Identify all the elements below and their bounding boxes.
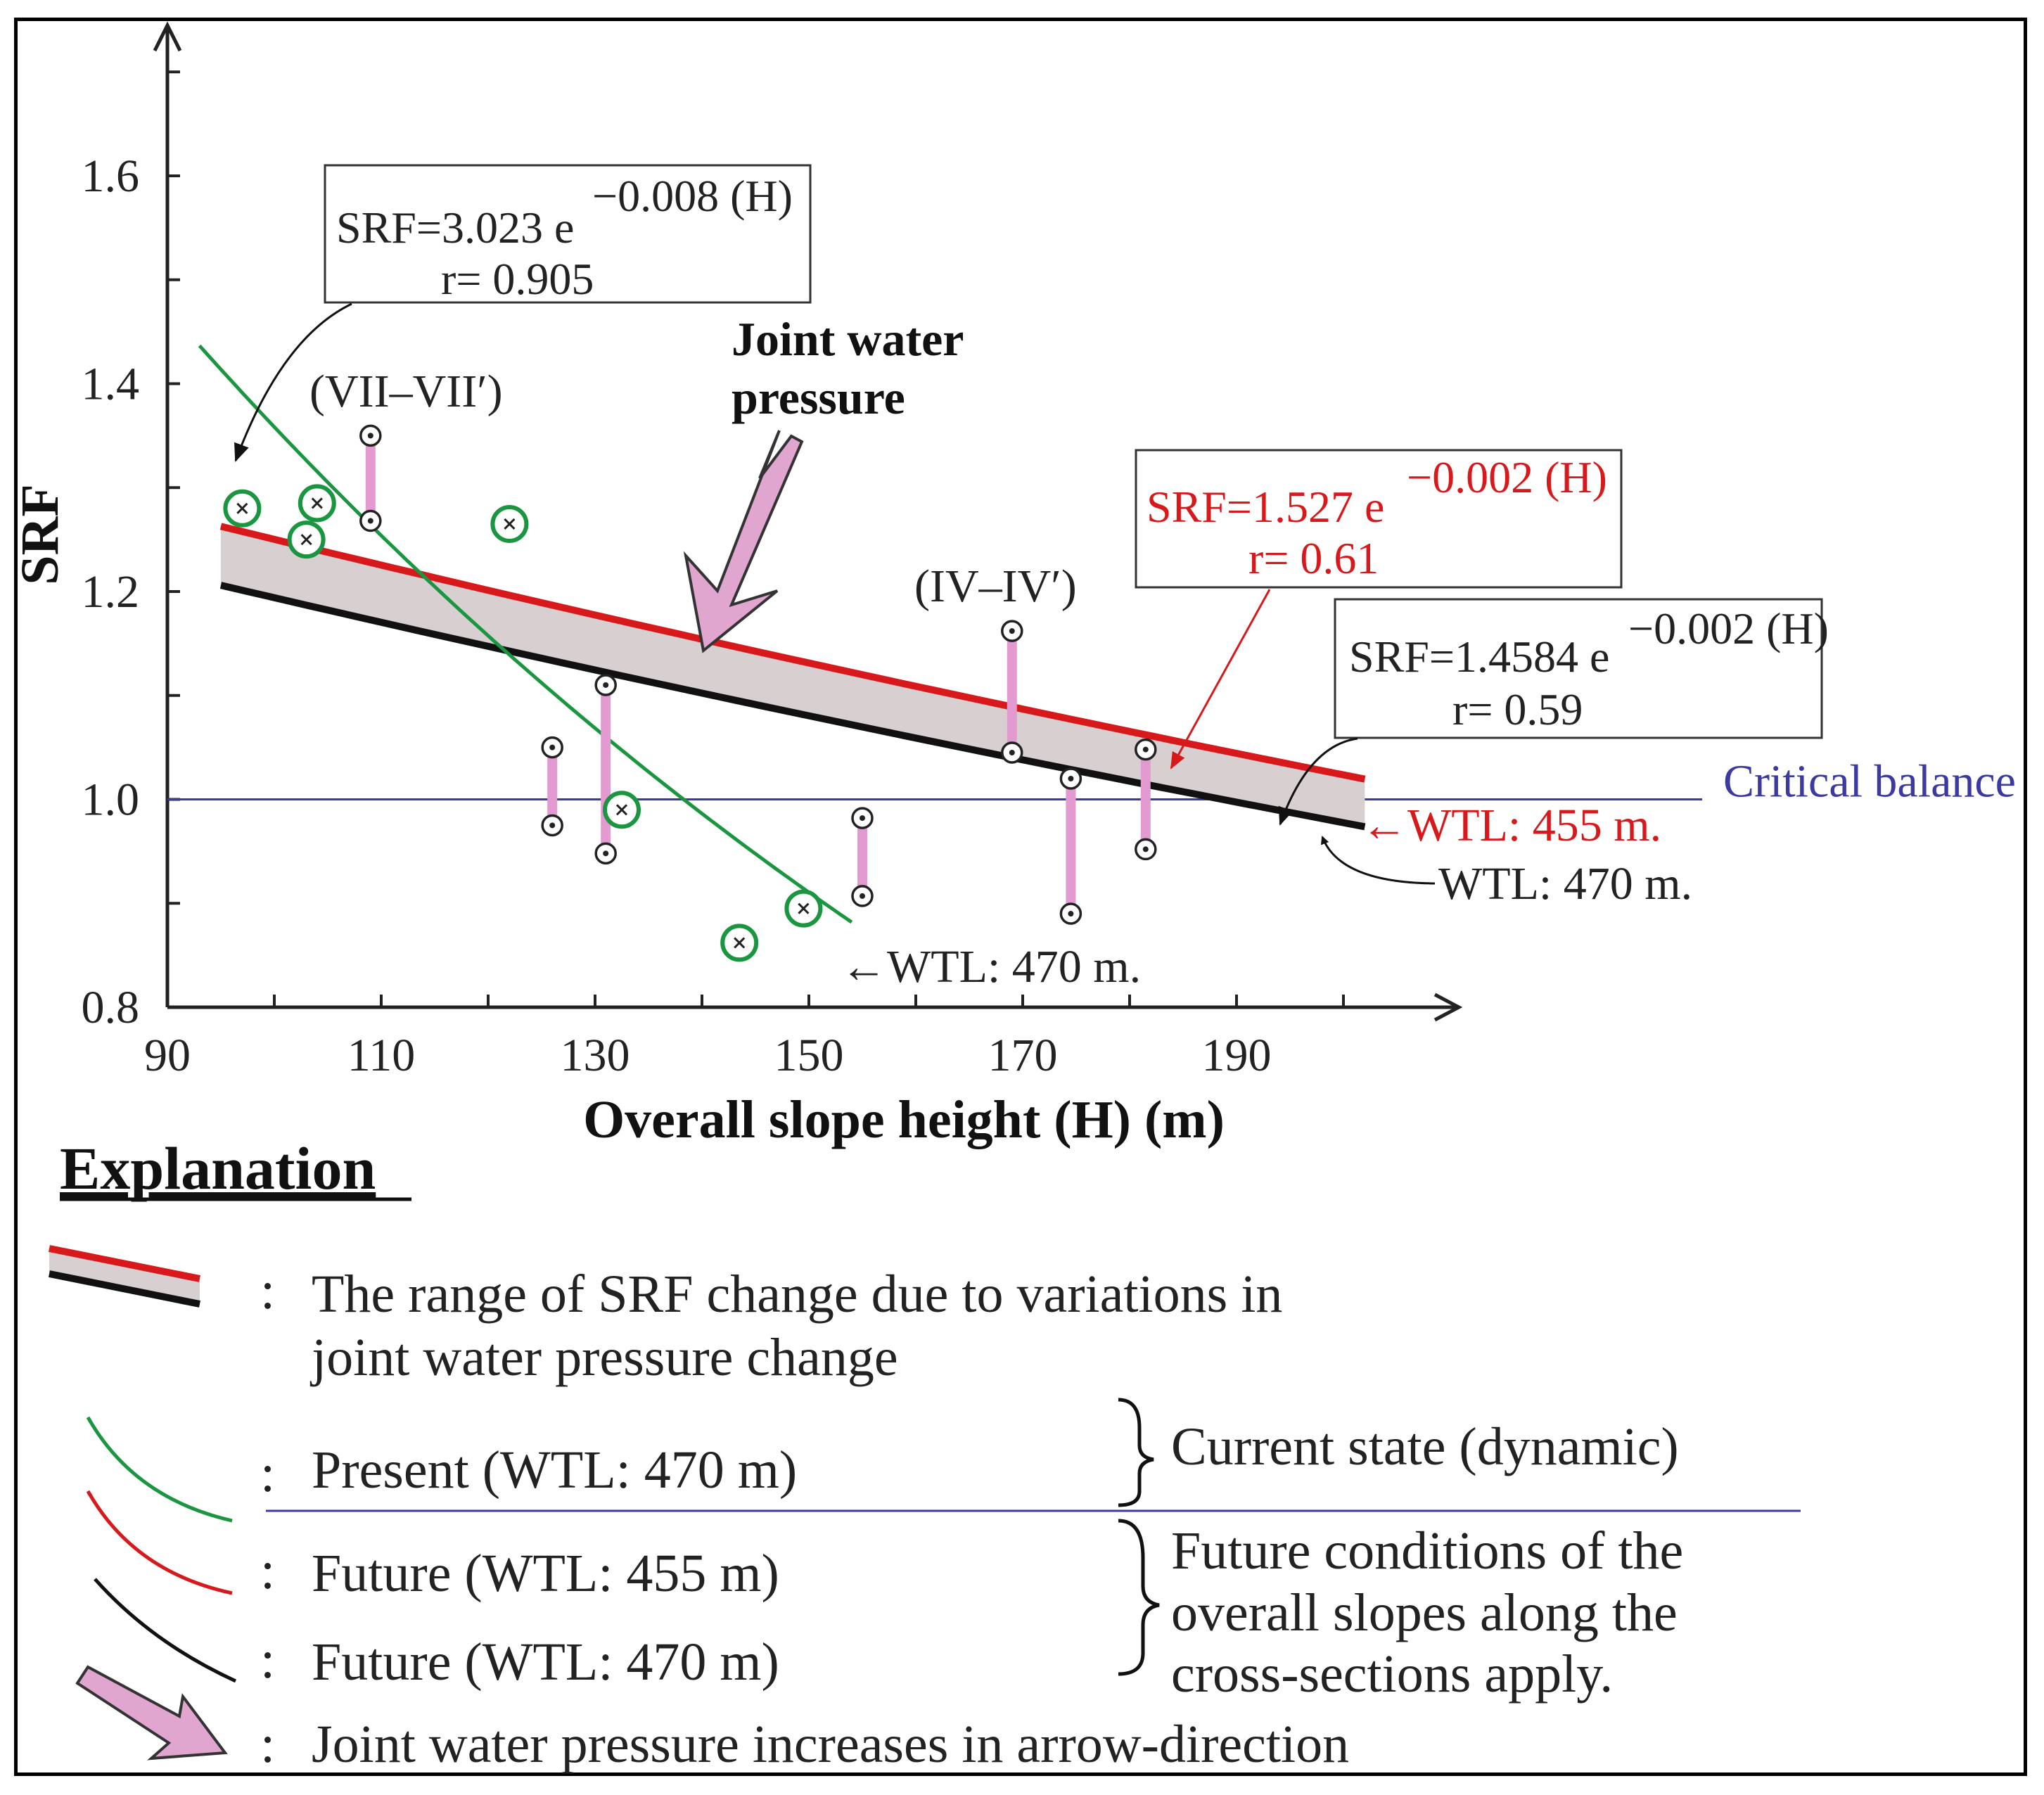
x-axis-title: Overall slope height (H) (m) [583, 1090, 1225, 1149]
future-point-dot [603, 850, 609, 857]
y-tick-label: 1.4 [82, 359, 140, 410]
y-ticks: 0.8 1.0 1.2 1.4 1.6 [82, 70, 180, 1033]
legend-future455-swatch [86, 1490, 233, 1595]
x-axis-arrowhead [1433, 992, 1463, 1022]
equation-470-pointer [1278, 737, 1358, 826]
wtl-470-right-label: WTL: 470 m. [1438, 858, 1692, 909]
equation-470-exponent: −0.002 (H) [1628, 603, 1829, 653]
present-point-cross [236, 502, 248, 514]
x-tick-label: 170 [988, 1030, 1058, 1081]
equation-470-main: SRF=1.4584 e [1349, 632, 1609, 682]
equation-present-pointer [234, 302, 352, 462]
equation-present-main: SRF=3.023 e [336, 203, 574, 253]
jwp-label-line1: Joint water [732, 312, 964, 366]
critical-balance-label: Critical balance [1723, 756, 2016, 807]
present-point-cross [504, 518, 516, 530]
future-conditions-line1: Future conditions of the [1171, 1521, 1683, 1580]
x-tick-label: 130 [561, 1030, 630, 1081]
equation-470-r: r= 0.59 [1452, 684, 1583, 734]
future-range-bars [359, 424, 1157, 925]
y-tick-label: 0.8 [82, 982, 140, 1033]
x-tick-label: 190 [1202, 1030, 1272, 1081]
legend-colon-future455: : [260, 1541, 275, 1600]
legend-colon-future470: : [260, 1630, 275, 1689]
srf-change-band [221, 526, 1365, 827]
future-point-dot [860, 893, 865, 899]
future-470-curve [219, 582, 1366, 831]
equation-455-pointer [1170, 589, 1271, 769]
present-point-cross [734, 937, 746, 949]
equation-box-present [324, 164, 812, 304]
future-point-dot [1142, 846, 1149, 852]
equation-present-r: r= 0.905 [441, 254, 594, 304]
y-axis-arrowhead [153, 21, 182, 52]
wtl-470-green-label: ←WTL: 470 m. [841, 941, 1141, 992]
future-point-dot [860, 815, 865, 822]
present-point-cross [615, 804, 628, 816]
legend-band-line2: joint water pressure change [309, 1328, 898, 1387]
future-point-dot [1009, 750, 1015, 756]
legend-band-swatch [49, 1245, 200, 1308]
equation-present-exponent: −0.008 (H) [592, 171, 793, 221]
wtl-470-right-pointer [1321, 836, 1436, 885]
future-point-dot [549, 822, 556, 829]
x-tick-label: 90 [144, 1030, 191, 1081]
present-point-cross [311, 497, 323, 509]
equation-box-future-455 [1135, 449, 1623, 589]
jwp-label-line2: pressure [732, 371, 905, 424]
legend-jwp-arrow-icon [75, 1665, 228, 1761]
legend-colon-present: : [260, 1444, 275, 1503]
equation-box-future-470 [1334, 598, 1823, 739]
legend-future470-label: Future (WTL: 470 m) [312, 1633, 779, 1692]
brace-future [1118, 1519, 1160, 1676]
x-ticks: 90 110 130 150 170 190 [144, 995, 1345, 1081]
equation-455-r: r= 0.61 [1248, 533, 1379, 583]
future-point-dot [1068, 911, 1074, 917]
future-point-dot [1068, 775, 1074, 781]
present-point-cross [798, 902, 810, 914]
equation-455-main: SRF=1.527 e [1146, 482, 1384, 532]
future-point-dot [1009, 628, 1015, 634]
present-point-cross [300, 534, 312, 546]
y-axis-title: SRF [11, 484, 70, 585]
brace-current [1118, 1398, 1154, 1507]
legend-arrow-label: Joint water pressure increases in arrow-… [312, 1715, 1349, 1774]
future-point-dot [367, 433, 373, 439]
figure-frame [14, 18, 2027, 1776]
future-point-dot [603, 682, 609, 688]
present-curve [198, 344, 853, 924]
y-tick-label: 1.6 [82, 151, 140, 202]
future-conditions-line3: cross-sections apply. [1171, 1644, 1613, 1704]
equation-455-exponent: −0.002 (H) [1407, 452, 1607, 502]
wtl-455-label: ←WTL: 455 m. [1361, 800, 1661, 851]
jwp-arrow-icon [683, 430, 804, 653]
legend-present-swatch [86, 1416, 233, 1523]
x-tick-label: 150 [774, 1030, 844, 1081]
y-tick-label: 1.2 [82, 566, 140, 618]
legend-colon-band: : [260, 1261, 275, 1320]
future-point-dot [549, 744, 556, 750]
future-point-dot [1142, 746, 1149, 753]
legend-colon-arrow: : [260, 1715, 275, 1774]
legend-future470-swatch [94, 1578, 237, 1683]
legend-band-line1: The range of SRF change due to variation… [312, 1265, 1282, 1324]
current-state-label: Current state (dynamic) [1171, 1417, 1679, 1476]
legend-title: Explanation [60, 1135, 376, 1202]
future-455-curve [219, 523, 1366, 783]
section-vii-label: (VII–VII′) [309, 366, 503, 417]
legend-present-label: Present (WTL: 470 m) [312, 1441, 797, 1500]
x-tick-label: 110 [347, 1030, 416, 1081]
legend-future455-label: Future (WTL: 455 m) [312, 1544, 779, 1603]
y-tick-label: 1.0 [82, 774, 140, 826]
section-iv-label: (IV–IV′) [914, 561, 1077, 612]
future-point-dot [367, 518, 373, 524]
future-conditions-line2: overall slopes along the [1171, 1583, 1678, 1642]
present-points [223, 484, 823, 962]
